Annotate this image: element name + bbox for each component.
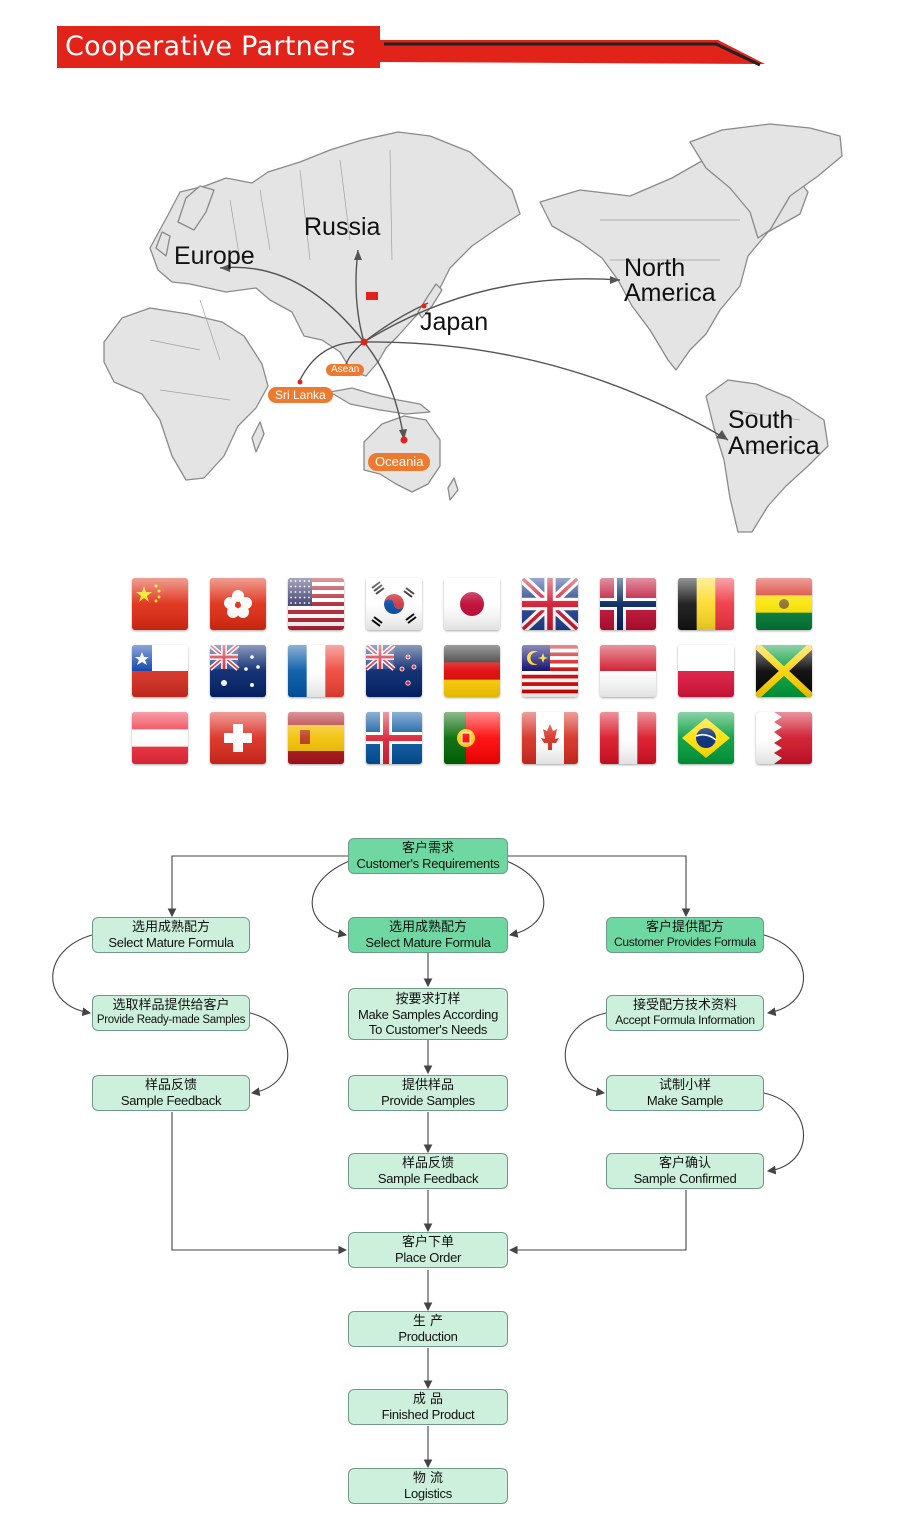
- label-europe: Europe: [174, 242, 255, 270]
- usa-flag: [288, 578, 344, 630]
- route-south-america: [363, 341, 729, 441]
- pill-asean: Asean: [326, 364, 365, 376]
- germany-flag: [444, 645, 500, 697]
- switzerland-flag: [210, 712, 266, 764]
- hong-kong-flag: [210, 578, 266, 630]
- bahrain-flag: [756, 712, 812, 764]
- node-left-select-mature-formula: 选用成熟配方 Select Mature Formula: [92, 917, 250, 953]
- canada-flag: [522, 712, 578, 764]
- japan-flag: [444, 578, 500, 630]
- continents: [103, 123, 843, 533]
- austria-flag: [132, 712, 188, 764]
- label-south-america: South America: [728, 406, 820, 460]
- route-europe: [219, 266, 365, 343]
- france-flag: [288, 645, 344, 697]
- node-provide-samples: 提供样品 Provide Samples: [348, 1075, 508, 1111]
- route-north-america: [363, 278, 621, 343]
- node-place-order: 客户下单 Place Order: [348, 1232, 508, 1268]
- node-make-sample: 试制小样 Make Sample: [606, 1075, 764, 1111]
- china-flag: [132, 578, 188, 630]
- japan-islands: [417, 283, 443, 319]
- uk-flag: [522, 578, 578, 630]
- new-zealand-flag: [366, 645, 422, 697]
- country-borders: [149, 149, 801, 451]
- poland-flag: [678, 645, 734, 697]
- route-arrowheads: [220, 250, 728, 440]
- brazil-flag: [678, 712, 734, 764]
- node-sample-confirmed: 客户确认 Sample Confirmed: [606, 1153, 764, 1189]
- chile-flag: [132, 645, 188, 697]
- label-japan: Japan: [420, 308, 489, 336]
- node-production: 生 产 Production: [348, 1311, 508, 1347]
- iceland-flag: [366, 712, 422, 764]
- node-accept-formula-information: 接受配方技术资料 Accept Formula Information: [606, 995, 764, 1031]
- bolivia-flag: [756, 578, 812, 630]
- route-oceania: [363, 341, 405, 441]
- node-customer-provides-formula: 客户提供配方 Customer Provides Formula: [606, 917, 764, 953]
- pill-sri-lanka: Sri Lanka: [268, 387, 333, 403]
- indonesia-flag: [600, 645, 656, 697]
- spain-flag: [288, 712, 344, 764]
- page-title: Cooperative Partners: [65, 31, 356, 62]
- south-america: [705, 379, 829, 533]
- node-make-samples-according: 按要求打样 Make Samples According To Customer…: [348, 988, 508, 1040]
- australia-flag: [210, 645, 266, 697]
- node-finished-product: 成 品 Finished Product: [348, 1389, 508, 1425]
- node-customer-requirements: 客户需求 Customer's Requirements: [348, 838, 508, 874]
- belgium-flag: [678, 578, 734, 630]
- portugal-flag: [444, 712, 500, 764]
- node-logistics: 物 流 Logistics: [348, 1468, 508, 1504]
- southeast-asia-islands: [329, 387, 431, 415]
- node-provide-ready-made-samples: 选取样品提供给客户 Provide Ready-made Samples: [92, 995, 250, 1031]
- jamaica-flag: [756, 645, 812, 697]
- norway-flag: [600, 578, 656, 630]
- madagascar: [251, 421, 265, 453]
- label-north-america: North America: [624, 254, 716, 307]
- header-banner: Cooperative Partners: [57, 26, 380, 68]
- new-zealand: [447, 477, 459, 501]
- scandinavia: [177, 185, 215, 231]
- node-left-sample-feedback: 样品反馈 Sample Feedback: [92, 1075, 250, 1111]
- header-rule: [380, 40, 765, 67]
- malaysia-flag: [522, 645, 578, 697]
- peru-flag: [600, 712, 656, 764]
- greenland: [689, 123, 843, 239]
- route-sri-lanka: [299, 341, 365, 381]
- british-isles: [155, 231, 171, 257]
- pill-oceania: Oceania: [368, 453, 431, 471]
- world-map: [103, 123, 843, 533]
- node-middle-select-mature-formula: 选用成熟配方 Select Mature Formula: [348, 917, 508, 953]
- label-russia: Russia: [304, 213, 381, 241]
- south-korea-flag: [366, 578, 422, 630]
- node-middle-sample-feedback: 样品反馈 Sample Feedback: [348, 1153, 508, 1189]
